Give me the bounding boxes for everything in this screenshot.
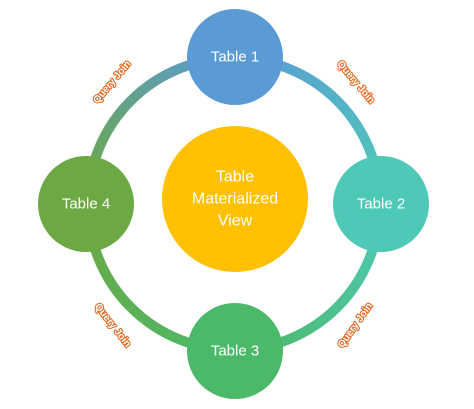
node-table-4: Table 4 [38,156,134,252]
node-table-3: Table 3 [187,303,283,399]
node-table-1: Table 1 [187,9,283,105]
node-table-2-label: Table 2 [357,196,405,213]
node-table-1-label: Table 1 [211,49,259,66]
node-table-2: Table 2 [333,156,429,252]
node-table-4-circle [38,156,134,252]
node-table-4-label: Table 4 [62,196,110,213]
center-node-label-line-1: Table [216,169,254,186]
center-node: Table Materialized View [162,126,308,272]
center-node-label-line-2: Materialized [192,191,278,208]
node-table-2-circle [333,156,429,252]
node-table-3-label: Table 3 [211,343,259,360]
node-table-3-circle [187,303,283,399]
center-node-label-line-3: View [218,213,253,230]
center-node-circle [162,126,308,272]
node-table-1-circle [187,9,283,105]
